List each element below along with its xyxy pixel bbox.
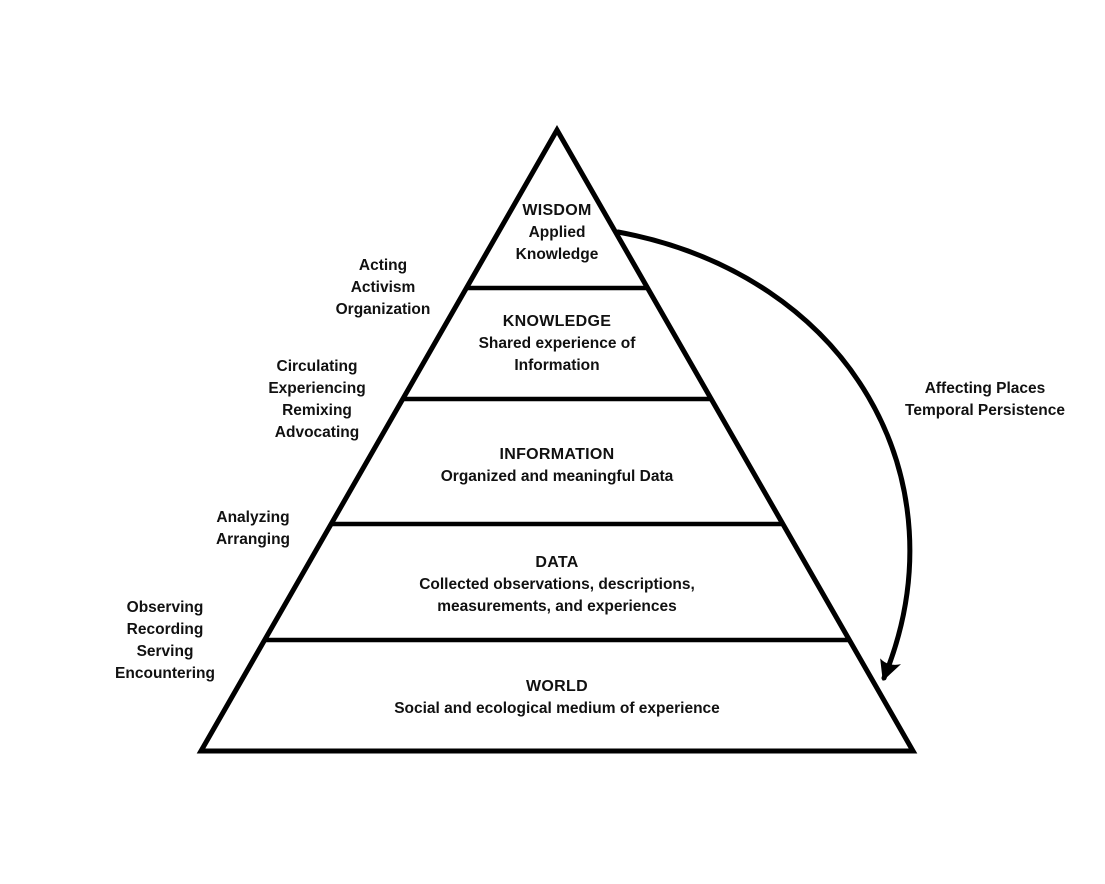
level-information: INFORMATION Organized and meaningful Dat… — [397, 444, 717, 488]
level-world: WORLD Social and ecological medium of ex… — [317, 676, 797, 720]
level-data-description: Collected observations, descriptions, me… — [419, 576, 695, 615]
level-knowledge-title: KNOWLEDGE — [502, 313, 612, 330]
level-wisdom-description: Applied Knowledge — [515, 224, 599, 263]
wisdom-to-world-arrow — [615, 229, 913, 682]
level-knowledge-description: Shared experience of Information — [478, 335, 636, 374]
pyramid-outline — [196, 124, 918, 754]
level-world-description: Social and ecological medium of experien… — [394, 700, 720, 717]
left-label-acting: Acting Activism Organization — [335, 257, 431, 318]
level-knowledge: KNOWLEDGE Shared experience of Informati… — [447, 311, 667, 377]
level-information-title: INFORMATION — [499, 446, 615, 463]
level-wisdom: WISDOM Applied Knowledge — [457, 200, 657, 266]
level-data: DATA Collected observations, description… — [367, 552, 747, 618]
left-label-circulating: Circulating Experiencing Remixing Advoca… — [268, 358, 366, 441]
left-label-observing: Observing Recording Serving Encountering — [115, 599, 215, 682]
level-information-description: Organized and meaningful Data — [440, 468, 674, 485]
level-world-title: WORLD — [526, 678, 588, 695]
arrow-label: Affecting Places Temporal Persistence — [905, 380, 1065, 419]
level-wisdom-title: WISDOM — [522, 202, 592, 219]
level-data-title: DATA — [535, 554, 579, 571]
left-label-analyzing: Analyzing Arranging — [215, 509, 291, 548]
